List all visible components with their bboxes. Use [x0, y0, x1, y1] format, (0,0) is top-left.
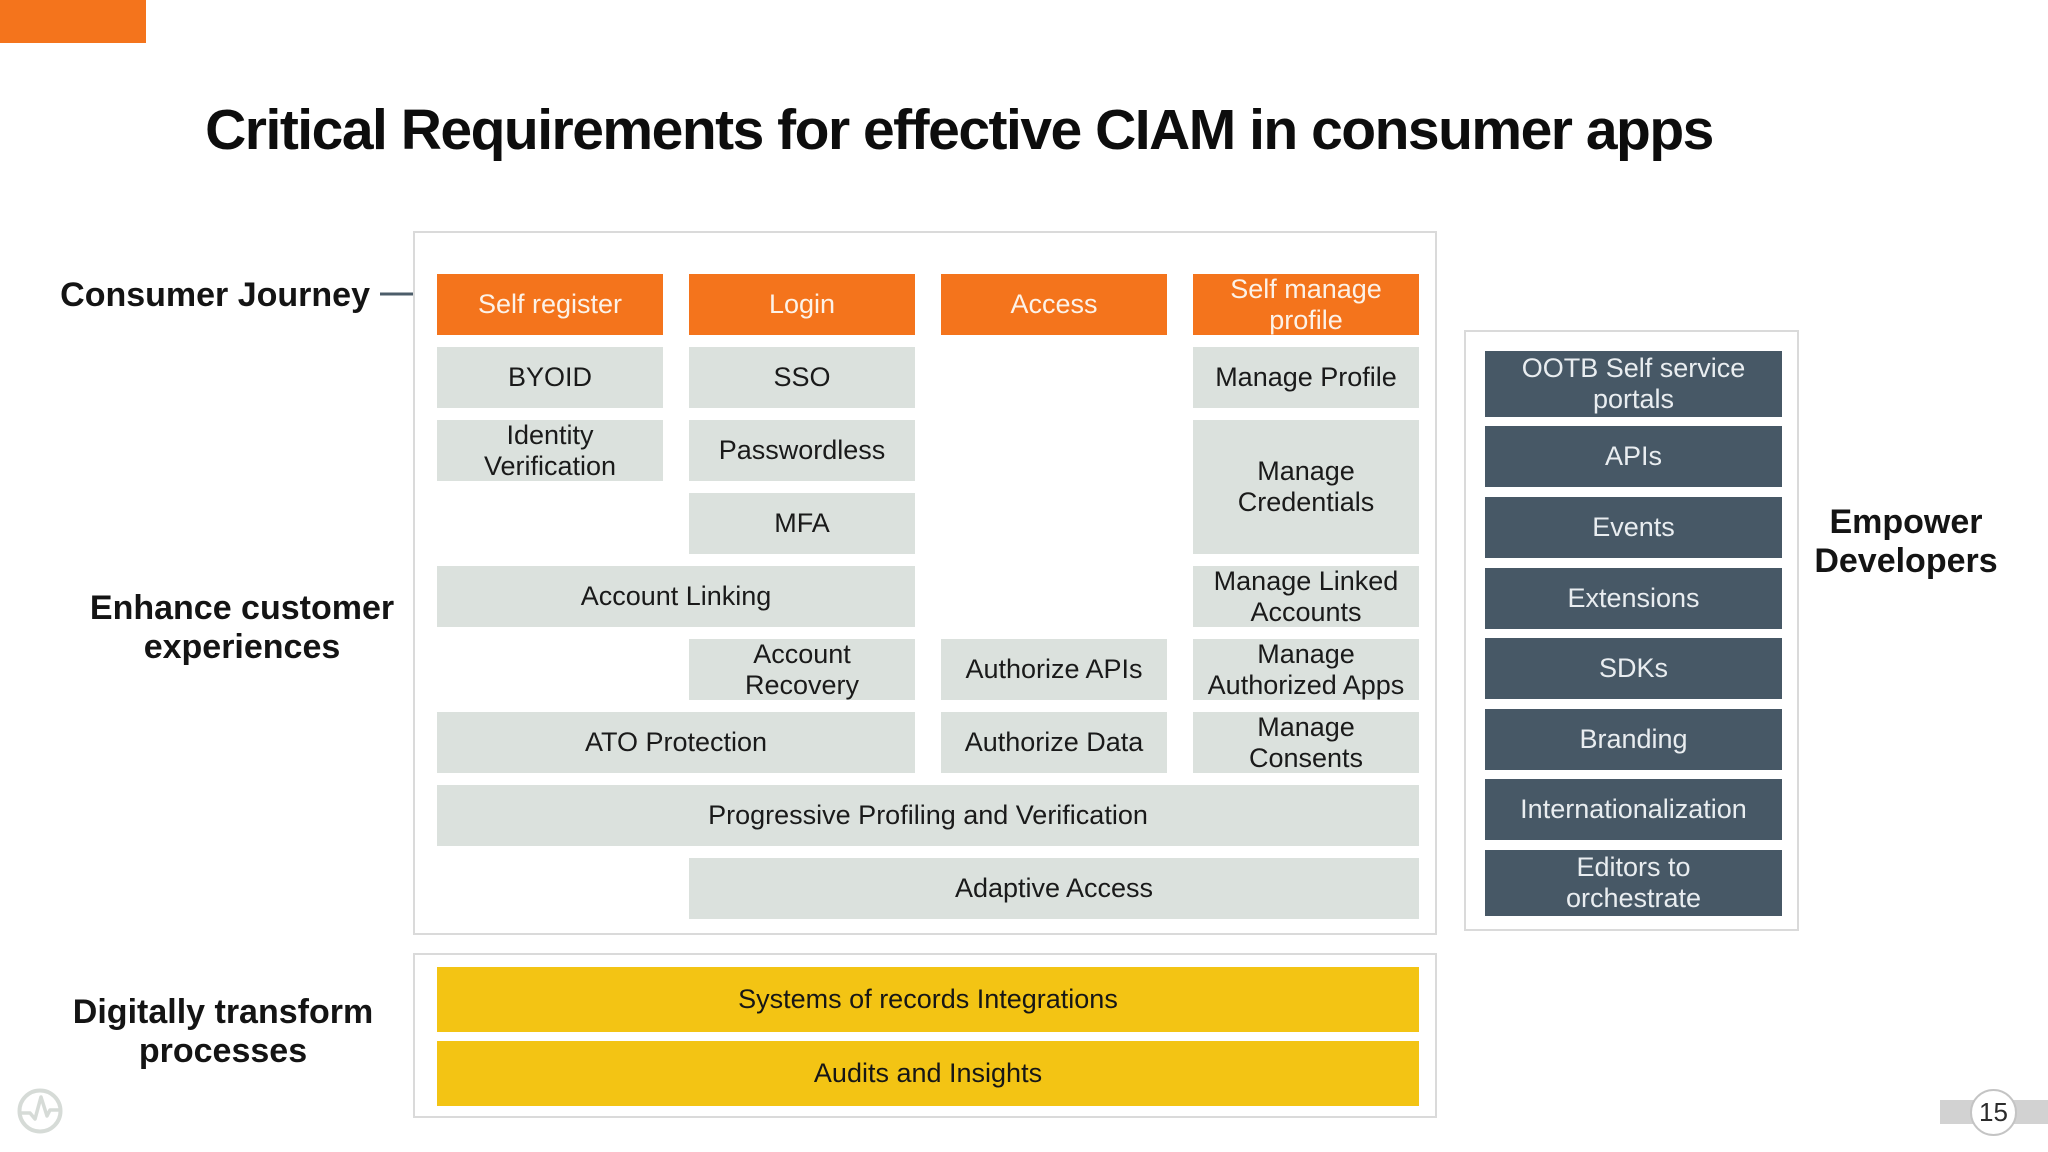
brand-logo-icon — [17, 1088, 63, 1134]
label-empower-developers: Empower Developers — [1814, 503, 1998, 580]
cell-byoid: BYOID — [437, 347, 663, 408]
cell-manage-authorized-apps: Manage Authorized Apps — [1193, 639, 1419, 700]
journey-matrix-panel: Self register Login Access Self manage p… — [413, 231, 1437, 935]
cell-account-recovery: Account Recovery — [689, 639, 915, 700]
label-digitally-transform-processes: Digitally transform processes — [72, 993, 374, 1070]
tool-internationalization: Internationalization — [1485, 779, 1782, 840]
cell-progressive-profiling: Progressive Profiling and Verification — [437, 785, 1419, 846]
cell-account-linking: Account Linking — [437, 566, 915, 627]
process-panel: Systems of records Integrations Audits a… — [413, 953, 1437, 1118]
header-self-register: Self register — [437, 274, 663, 335]
tool-sdks: SDKs — [1485, 638, 1782, 699]
cell-identity-verification: Identity Verification — [437, 420, 663, 481]
cell-manage-profile: Manage Profile — [1193, 347, 1419, 408]
cell-authorize-apis: Authorize APIs — [941, 639, 1167, 700]
bar-audits-and-insights: Audits and Insights — [437, 1041, 1419, 1106]
tool-apis: APIs — [1485, 426, 1782, 487]
page-number-badge: 15 — [1970, 1089, 2017, 1136]
tool-branding: Branding — [1485, 709, 1782, 770]
brand-corner-bar — [0, 0, 146, 43]
cell-manage-consents: Manage Consents — [1193, 712, 1419, 773]
slide-title: Critical Requirements for effective CIAM… — [205, 98, 1714, 162]
tool-events: Events — [1485, 497, 1782, 558]
tool-ootb-self-service-portals: OOTB Self service portals — [1485, 351, 1782, 417]
tool-extensions: Extensions — [1485, 568, 1782, 629]
cell-ato-protection: ATO Protection — [437, 712, 915, 773]
cell-adaptive-access: Adaptive Access — [689, 858, 1419, 919]
header-login: Login — [689, 274, 915, 335]
page-number: 15 — [1979, 1097, 2008, 1127]
cell-passwordless: Passwordless — [689, 420, 915, 481]
cell-manage-credentials: Manage Credentials — [1193, 420, 1419, 554]
cell-sso: SSO — [689, 347, 915, 408]
tool-editors-to-orchestrate: Editors to orchestrate — [1485, 850, 1782, 916]
header-self-manage-profile: Self manage profile — [1193, 274, 1419, 335]
cell-mfa: MFA — [689, 493, 915, 554]
cell-manage-linked-accounts: Manage Linked Accounts — [1193, 566, 1419, 627]
header-access: Access — [941, 274, 1167, 335]
bar-systems-of-records-integrations: Systems of records Integrations — [437, 967, 1419, 1032]
cell-authorize-data: Authorize Data — [941, 712, 1167, 773]
label-consumer-journey: Consumer Journey — [60, 276, 370, 314]
label-enhance-customer-experiences: Enhance customer experiences — [89, 589, 395, 666]
developer-tools-panel: OOTB Self service portals APIs Events Ex… — [1464, 330, 1799, 931]
